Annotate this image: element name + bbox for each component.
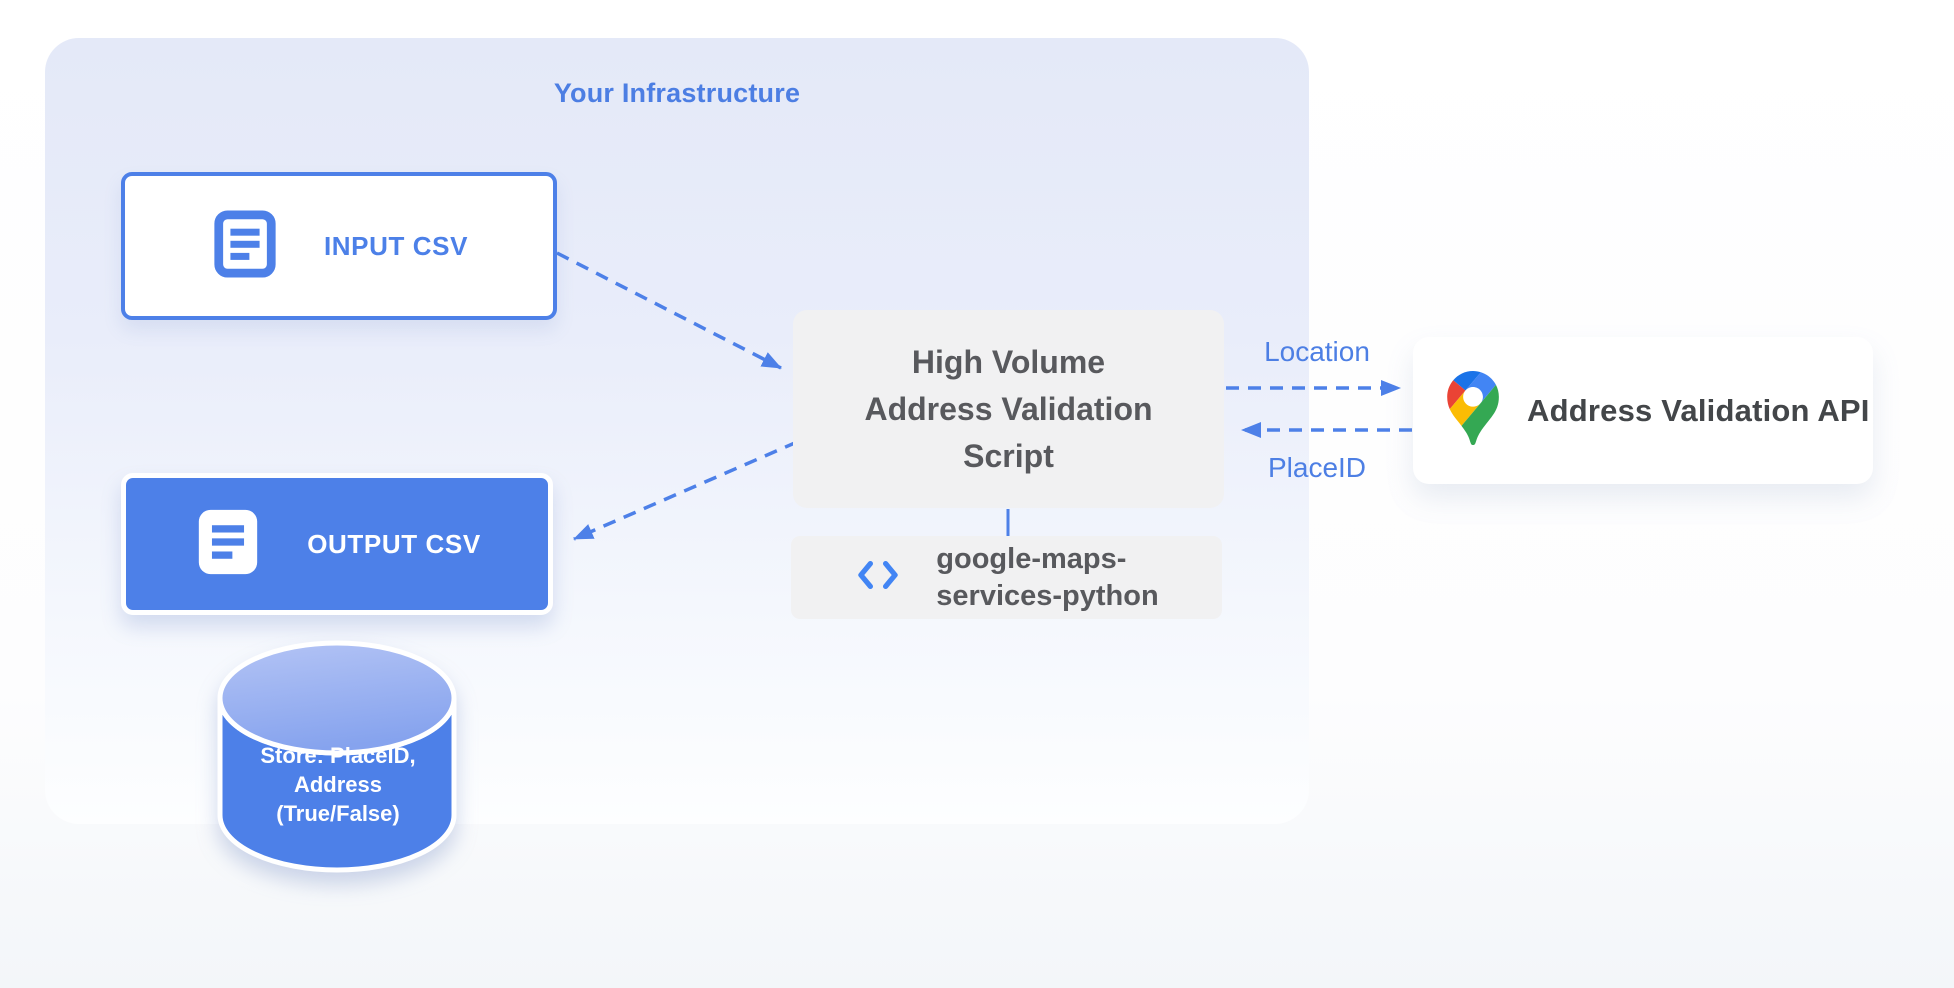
placeid-edge-label: PlaceID <box>1267 452 1367 483</box>
library-label: google-maps- services-python <box>936 541 1158 615</box>
output-csv-label: OUTPUT CSV <box>307 528 481 559</box>
script-label-line: Script <box>963 437 1054 474</box>
api-node: Address Validation API <box>1413 337 1873 484</box>
input-csv-label: INPUT CSV <box>323 230 469 261</box>
datastore-line: Address <box>293 772 383 797</box>
datastore-label: Store: PlaceID, Address (True/False) <box>214 741 462 828</box>
google-maps-pin-icon <box>1447 371 1499 450</box>
script-label-line: High Volume <box>911 343 1106 380</box>
document-icon <box>210 209 280 284</box>
api-label: Address Validation API <box>1527 392 1870 428</box>
infrastructure-title: Your Infrastructure <box>553 78 801 108</box>
database-cylinder <box>217 640 457 873</box>
script-node: High Volume Address Validation Script <box>793 310 1224 508</box>
code-chevrons-icon <box>854 556 902 599</box>
script-label-line: Address Validation <box>864 390 1153 427</box>
document-icon <box>193 507 263 582</box>
datastore-line: (True/False) <box>276 801 400 826</box>
library-node: google-maps- services-python <box>791 536 1222 619</box>
library-label-line: google-maps- <box>936 542 1127 575</box>
datastore-line: Store: PlaceID, <box>260 743 416 768</box>
location-edge-label: Location <box>1264 336 1370 367</box>
library-label-line: services-python <box>936 579 1159 612</box>
output-csv-node: OUTPUT CSV <box>121 473 553 615</box>
input-csv-node: INPUT CSV <box>121 172 557 320</box>
